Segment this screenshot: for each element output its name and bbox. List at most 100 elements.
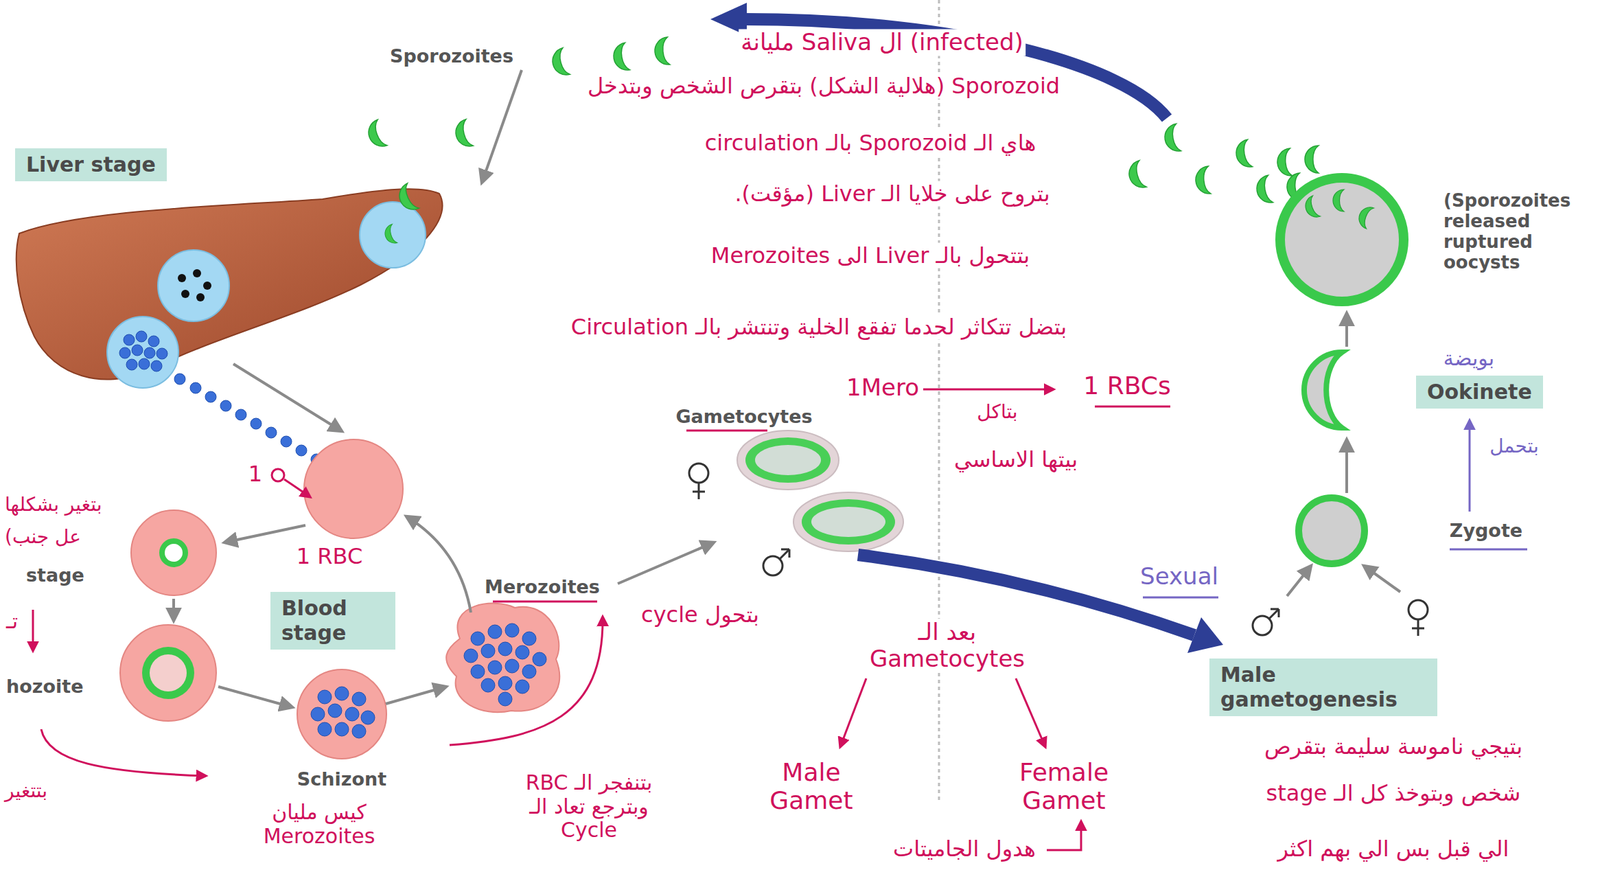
gametocytes [745, 437, 831, 483]
liver [126, 358, 138, 370]
stage-label: (Sporozoites released ruptured oocysts [1441, 190, 1583, 274]
sporozoites [611, 42, 631, 73]
liver [135, 330, 147, 342]
handwritten-note: بتنفجر الـ RBC وبترجع تعاد الـ Cycle [518, 770, 660, 843]
annotation-marks [1015, 678, 1046, 747]
red-blood-cells [446, 603, 560, 713]
sex-symbols [1269, 608, 1279, 619]
merozoite-trail [265, 426, 277, 438]
merozoites [470, 631, 485, 646]
sporozoites [1234, 139, 1253, 169]
stage-box: Ookinete [1416, 375, 1544, 409]
merozoites [317, 722, 332, 736]
red-blood-cells [131, 509, 217, 596]
cycle-arrows [173, 70, 1401, 707]
merozoites [505, 658, 519, 673]
liver [196, 293, 205, 302]
liver [203, 281, 212, 290]
merozoites [498, 691, 513, 706]
annotation-marks [840, 678, 867, 747]
merozoites [352, 724, 366, 738]
merozoites [522, 664, 537, 679]
merozoites [470, 664, 485, 679]
annotation-marks-purple [1449, 548, 1528, 551]
stage-box: Liver stage [15, 148, 167, 182]
merozoite-trail [174, 373, 186, 385]
stage-box: Male gametogenesis [1209, 658, 1438, 716]
mosquito-stages [1304, 352, 1342, 428]
sporozoites [1194, 166, 1211, 195]
handwritten-note: Female Gamet [1002, 757, 1127, 815]
cycle-arrows [1363, 565, 1401, 592]
annotation-marks [271, 468, 285, 482]
handwritten-note: بتاكل [974, 400, 1020, 423]
merozoites [481, 643, 495, 658]
gametocytes [801, 499, 896, 545]
handwritten-note: 1 [246, 461, 265, 487]
red-blood-cells [149, 654, 187, 692]
handwritten-note: Sporozoid (هلالية الشكل) بتقرص الشخص وبت… [585, 73, 1062, 99]
merozoites [505, 623, 519, 637]
annotation-marks [32, 609, 35, 651]
annotation-marks [923, 388, 1054, 391]
merozoite-trail [205, 391, 217, 403]
sex-symbols [1408, 599, 1428, 620]
handwritten-note: بعد الـ Gametocytes [849, 618, 1046, 672]
annotation-marks [284, 479, 311, 497]
merozoites [515, 679, 530, 694]
merozoites [464, 648, 478, 663]
handwritten-note: بتروح على خلايا الـ Liver (مؤقت). [732, 181, 1052, 207]
gametocytes [811, 506, 886, 537]
handwritten-note: بتحول cycle [639, 601, 762, 628]
cycle-arrows [481, 70, 522, 183]
cycle-arrows [617, 542, 714, 584]
annotation-marks [1094, 405, 1171, 408]
merozoite-trail [280, 435, 292, 447]
cycle-arrows [1287, 565, 1312, 596]
stage-label: Merozoites [482, 575, 602, 598]
handwritten-note: 1 RBCs [1081, 371, 1173, 400]
stage-label: Sporozoites [387, 45, 516, 67]
cycle-arrows [233, 363, 342, 432]
cycle-arrows [385, 686, 447, 704]
merozoites [498, 641, 513, 656]
cycle-arrows [172, 598, 176, 621]
merozoites [481, 678, 495, 692]
liver [151, 360, 162, 372]
liver [123, 334, 135, 346]
sporozoites [1162, 123, 1182, 154]
liver [119, 347, 131, 359]
cycle-arrows [1345, 312, 1349, 347]
stage-label: stage [24, 564, 87, 586]
liver [359, 201, 426, 268]
sex-symbols [781, 548, 790, 551]
sex-symbols [1270, 608, 1279, 611]
liver [16, 188, 443, 379]
merozoites [345, 706, 359, 721]
box-label: Blood stage [281, 595, 385, 646]
handwritten-note: شخص وبتوخذ كل الـ stage [1264, 780, 1524, 806]
handwritten-note: هدول الجاميتات [890, 836, 1038, 862]
sex-symbols [1252, 615, 1272, 635]
cycle-arrows [224, 525, 306, 543]
sporozoites [1304, 145, 1319, 173]
merozoite-trail [220, 400, 232, 412]
cycle-arrows [1345, 439, 1349, 493]
gametocytes [755, 444, 821, 475]
liver [119, 330, 168, 372]
merozoite-trail [190, 382, 202, 394]
handwritten-note: بيتها الاساسي [952, 446, 1080, 473]
sex-symbols [779, 549, 790, 559]
liver [16, 188, 443, 388]
liver [383, 223, 398, 246]
merozoite-trail [295, 444, 307, 456]
gametocytes [793, 492, 904, 552]
mosquito-stages [1332, 189, 1344, 212]
annotation-marks [449, 616, 603, 745]
handwritten-note: بتتحول بالـ Liver الى Merozoites [709, 242, 1032, 269]
merozoites [334, 722, 349, 736]
stage-label: Zygote [1447, 519, 1525, 541]
sex-symbols [763, 555, 783, 576]
handwritten-note: بتغير بشكلها [2, 493, 105, 516]
handwritten-note: مليانة Saliva ال (infected) [738, 28, 1026, 56]
